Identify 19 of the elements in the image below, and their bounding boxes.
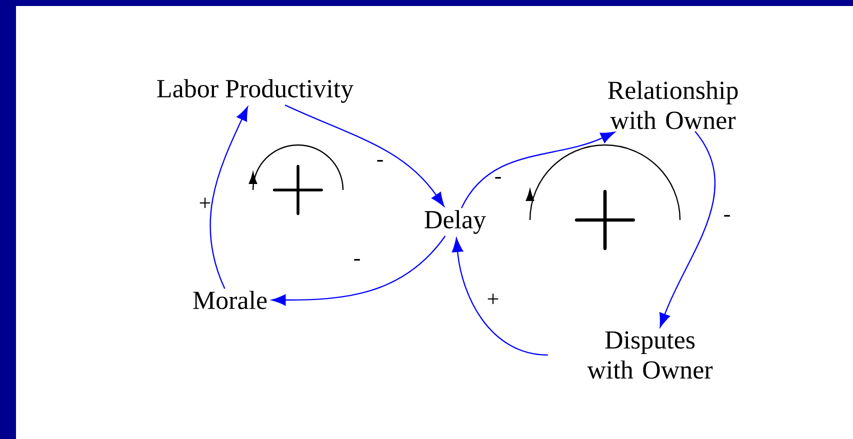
- edge-label: +: [488, 294, 498, 304]
- variable-label: Disputes with Owner: [587, 331, 713, 379]
- arrow: [452, 238, 548, 356]
- edge-label: -: [495, 177, 501, 179]
- variable-label: Labor Productivity: [157, 79, 354, 103]
- arrow: [284, 104, 444, 207]
- edge-label: -: [354, 259, 360, 261]
- arrow: [659, 131, 716, 328]
- edge-label: -: [724, 215, 730, 217]
- edge-label: -: [377, 160, 383, 162]
- loop-polarity: +: [574, 190, 635, 250]
- loop-polarity: +: [272, 164, 323, 216]
- edge-label: +: [200, 198, 210, 208]
- arrow: [461, 132, 615, 208]
- arrow: [272, 236, 446, 306]
- arrow: [210, 106, 248, 289]
- variable-label: Morale: [193, 290, 267, 310]
- variable-label: Delay: [424, 210, 486, 234]
- variable-label: Relationship with Owner: [608, 80, 738, 130]
